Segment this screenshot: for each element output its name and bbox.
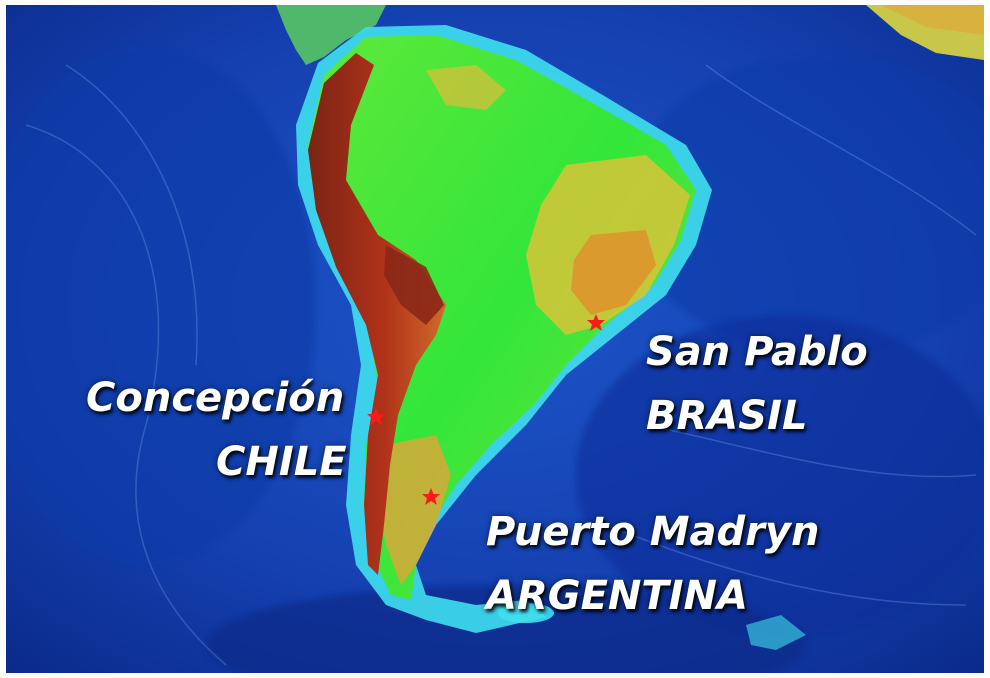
relief-map bbox=[6, 5, 984, 673]
deep-ocean-south bbox=[206, 585, 806, 673]
label-concepcion-city: Concepción bbox=[86, 375, 345, 421]
label-sao-paulo-city: San Pablo bbox=[646, 329, 868, 375]
star-marker-puerto-madryn bbox=[422, 488, 440, 505]
label-puerto-madryn-city: Puerto Madryn bbox=[486, 509, 820, 555]
patagonia-upland bbox=[378, 435, 451, 585]
guiana-highlands bbox=[426, 65, 506, 110]
label-concepcion-country: CHILE bbox=[216, 439, 347, 485]
africa-corner-upland bbox=[881, 5, 984, 35]
star-marker-sao-paulo bbox=[587, 314, 605, 331]
altiplano bbox=[384, 245, 444, 325]
deep-ocean-atlantic-south bbox=[576, 315, 984, 635]
seafloor-ridges bbox=[25, 64, 977, 666]
label-sao-paulo-country: BRASIL bbox=[646, 393, 808, 439]
andes-mountains bbox=[308, 53, 446, 575]
falkland-shelf bbox=[498, 603, 554, 623]
south-georgia-shelf bbox=[746, 615, 806, 650]
star-marker-concepcion bbox=[367, 408, 385, 425]
central-america-land bbox=[276, 5, 386, 65]
deep-ocean-atlantic-north bbox=[626, 55, 984, 355]
label-puerto-madryn-country: ARGENTINA bbox=[486, 573, 748, 619]
brazilian-highlands-peak bbox=[571, 230, 656, 315]
deep-ocean-pacific bbox=[6, 45, 316, 565]
